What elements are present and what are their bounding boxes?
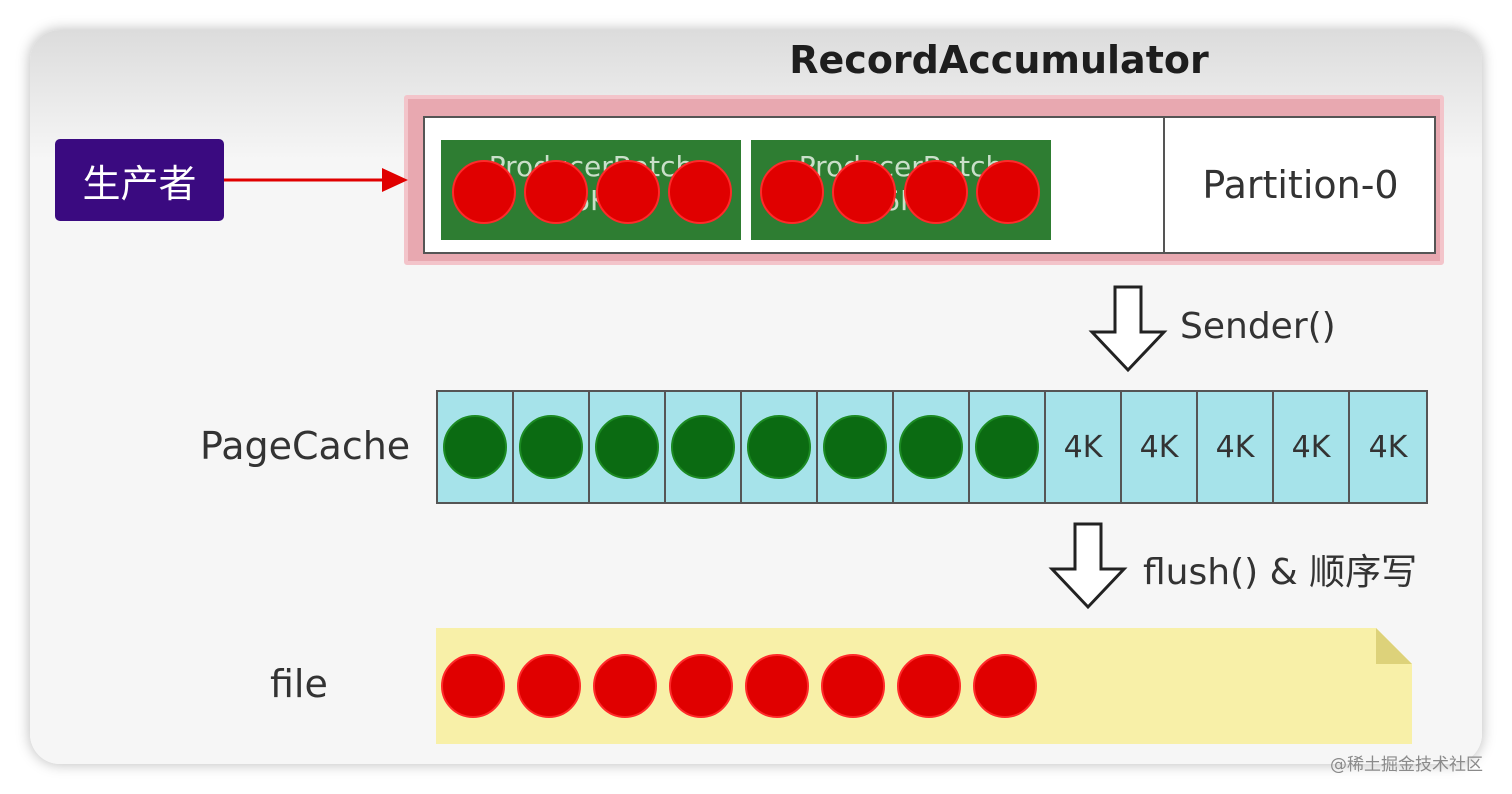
producer-box: 生产者 [55, 139, 224, 221]
file-record-dot [517, 654, 581, 718]
pagecache-cell [438, 392, 514, 502]
flush-down-arrow [1048, 522, 1128, 610]
pagecache-cell [666, 392, 742, 502]
page-size-label: 4K [1291, 429, 1331, 465]
file-record-dot [897, 654, 961, 718]
page-size-label: 4K [1215, 429, 1255, 465]
watermark: @稀土掘金技术社区 [1330, 755, 1483, 775]
record-dot [976, 160, 1040, 224]
file-record-dot [821, 654, 885, 718]
producer-arrow [224, 168, 408, 192]
pagecache-cell [514, 392, 590, 502]
pagecache-cell [970, 392, 1046, 502]
page-size-label: 4K [1368, 429, 1408, 465]
page-dot [595, 415, 659, 479]
flush-label: flush() & 顺序写 [1143, 552, 1418, 593]
diagram-title: RecordAccumulator [789, 38, 1209, 82]
partition-label: Partition-0 [1202, 163, 1399, 207]
record-dot [760, 160, 824, 224]
page-dot [671, 415, 735, 479]
record-dot [668, 160, 732, 224]
page-dot [519, 415, 583, 479]
page-dot [975, 415, 1039, 479]
page-dot [899, 415, 963, 479]
sender-label: Sender() [1180, 306, 1336, 347]
pagecache-cell [590, 392, 666, 502]
file-record-dot [669, 654, 733, 718]
sender-down-arrow [1088, 285, 1168, 373]
pagecache-cell: 4K [1350, 392, 1426, 502]
pagecache-label: PageCache [200, 424, 411, 468]
pagecache-cell [894, 392, 970, 502]
pagecache-cell: 4K [1122, 392, 1198, 502]
record-dot [904, 160, 968, 224]
pagecache-cell: 4K [1046, 392, 1122, 502]
pagecache-row: 4K 4K 4K 4K 4K [436, 390, 1428, 504]
pagecache-cell: 4K [1274, 392, 1350, 502]
file-label: file [270, 662, 328, 706]
pagecache-cell [742, 392, 818, 502]
record-dot [452, 160, 516, 224]
pagecache-cell: 4K [1198, 392, 1274, 502]
page-dot [747, 415, 811, 479]
file-record-dot [593, 654, 657, 718]
pagecache-cell [818, 392, 894, 502]
page-size-label: 4K [1139, 429, 1179, 465]
file-record-dot [973, 654, 1037, 718]
page-dot [443, 415, 507, 479]
partition-divider [1163, 116, 1165, 254]
record-dot [596, 160, 660, 224]
file-record-dot [441, 654, 505, 718]
file-record-dot [745, 654, 809, 718]
page-dot [823, 415, 887, 479]
record-dot [832, 160, 896, 224]
page-size-label: 4K [1063, 429, 1103, 465]
record-dot [524, 160, 588, 224]
